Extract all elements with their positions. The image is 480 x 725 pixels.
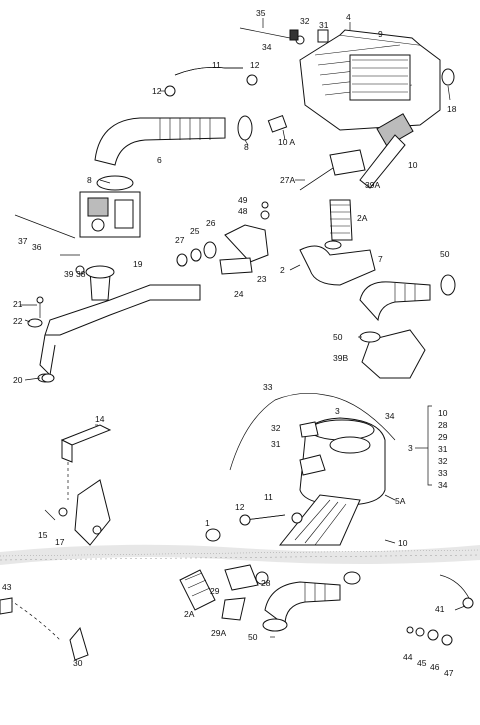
reference-item: 10: [438, 408, 448, 418]
part-label: 6: [157, 155, 162, 165]
reference-list-head: 3: [408, 443, 413, 453]
part-label: 50: [440, 249, 450, 259]
part-label: 46: [430, 662, 440, 672]
part-label: 25: [190, 226, 200, 236]
part-label: 28: [261, 578, 271, 588]
part-label: 2A: [184, 609, 195, 619]
part-label: 50: [248, 632, 258, 642]
preheat-hoses: [299, 134, 406, 286]
part-label: 20: [13, 375, 23, 385]
scan-noise-band: [0, 544, 480, 565]
intake-manifold: [37, 265, 201, 383]
part-label: 29: [210, 586, 220, 596]
part-label: 27A: [280, 175, 295, 185]
part-label: 11: [264, 492, 273, 502]
upper-hoses: [164, 27, 329, 97]
part-label: 26: [206, 218, 216, 228]
part-label: 22: [13, 316, 23, 326]
reference-list: 3 10 28 29 31 32 33 34: [408, 405, 448, 490]
part-label: 8: [87, 175, 92, 185]
part-label: 32: [271, 423, 281, 433]
part-label: 31: [271, 439, 281, 449]
part-label: 29A: [211, 628, 226, 638]
part-label: 45: [417, 658, 427, 668]
bottom-parts: [0, 564, 474, 661]
part-label: 17: [55, 537, 65, 547]
reference-item: 33: [438, 468, 448, 478]
part-label: 5A: [395, 496, 406, 506]
part-label: 35: [256, 8, 266, 18]
part-label: 43: [2, 582, 12, 592]
part-label: 8: [244, 142, 249, 152]
part-label: 12: [235, 502, 245, 512]
part-labels: 35 32 31 4 9 34 11 12 18 12 8 10 A 6 8 2…: [2, 8, 457, 678]
fasteners-left: [27, 254, 85, 383]
part-label: 1: [205, 518, 210, 528]
bracket-14: [44, 424, 112, 546]
part-label: 37: [18, 236, 28, 246]
part-label: 38: [76, 269, 86, 279]
part-label: 39: [64, 269, 74, 279]
part-label: 44: [403, 652, 413, 662]
intake-tube: [94, 114, 288, 166]
part-label: 39A: [365, 180, 380, 190]
part-label: 10: [408, 160, 418, 170]
part-label: 32: [300, 16, 310, 26]
part-label: 15: [38, 530, 48, 540]
part-label: 21: [13, 299, 23, 309]
part-label: 12: [152, 86, 162, 96]
part-label: 23: [257, 274, 267, 284]
carburetor: [14, 175, 141, 239]
part-label: 33: [263, 382, 273, 392]
part-label: 24: [234, 289, 244, 299]
part-label: 18: [447, 104, 457, 114]
part-label: 9: [378, 29, 383, 39]
air-cleaner-housing: [299, 29, 455, 147]
part-label: 12: [250, 60, 260, 70]
part-label: 41: [435, 604, 445, 614]
part-label: 47: [444, 668, 454, 678]
part-label: 2A: [357, 213, 368, 223]
part-label: 14: [95, 414, 105, 424]
part-label: 4: [346, 12, 351, 22]
reference-item: 29: [438, 432, 448, 442]
part-label: 3: [335, 406, 340, 416]
part-label: 10 A: [278, 137, 295, 147]
part-label: 19: [133, 259, 143, 269]
part-label: 48: [238, 206, 248, 216]
part-label: 10: [398, 538, 408, 548]
duct-7-39b: [359, 274, 456, 379]
lower-housing: [229, 393, 396, 506]
part-label: 31: [319, 20, 329, 30]
part-label: 27: [175, 235, 185, 245]
reference-item: 32: [438, 456, 448, 466]
part-label: 39B: [333, 353, 348, 363]
part-label: 30: [73, 658, 83, 668]
part-label: 2: [280, 265, 285, 275]
reference-item: 34: [438, 480, 448, 490]
leader-lines: [20, 18, 466, 638]
part-label: 34: [385, 411, 395, 421]
part-label: 50: [333, 332, 343, 342]
reference-item: 31: [438, 444, 448, 454]
part-label: 11: [212, 60, 221, 70]
part-label: 49: [238, 195, 248, 205]
fittings-23-27: [176, 201, 270, 275]
part-label: 7: [378, 254, 383, 264]
reference-item: 28: [438, 420, 448, 430]
lower-tube: [205, 494, 361, 546]
part-label: 36: [32, 242, 42, 252]
part-label: 34: [262, 42, 272, 52]
